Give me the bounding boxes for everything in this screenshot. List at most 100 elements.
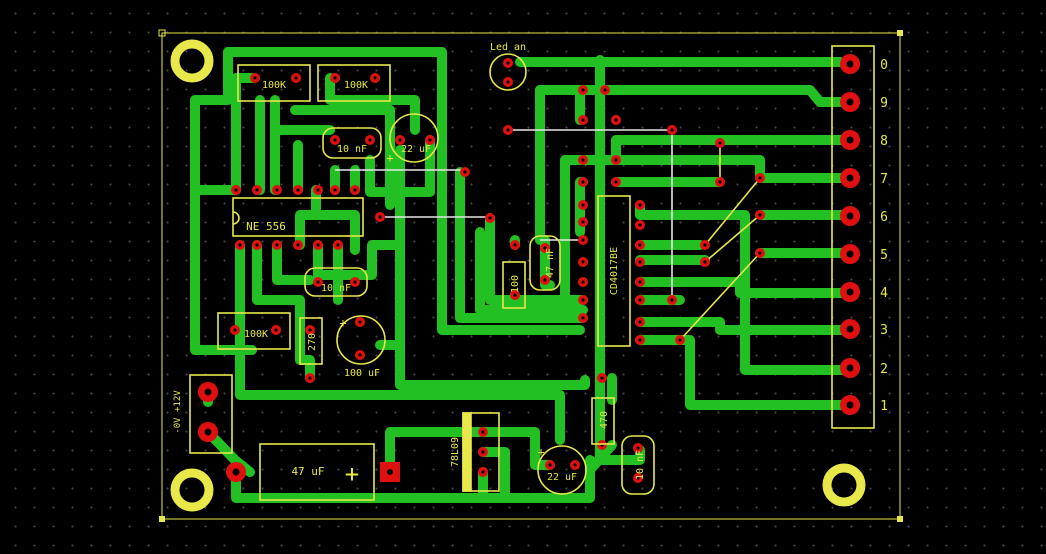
pad-hole: [513, 293, 517, 297]
cd4017-label: CD4017BE: [609, 247, 620, 295]
pad-hole: [581, 158, 585, 162]
pad-hole: [387, 469, 393, 475]
pad-hole: [333, 76, 337, 80]
mounting-holes: [170, 39, 866, 512]
pad-hole: [275, 243, 279, 247]
r1-outline: [237, 64, 311, 102]
pad-hole: [234, 188, 238, 192]
c3-outline: [304, 267, 368, 297]
pad-hole: [718, 180, 722, 184]
pad-hole: [481, 450, 485, 454]
pad-hole: [638, 260, 642, 264]
pad-hole: [581, 238, 585, 242]
pad-hole: [238, 243, 242, 247]
corner-marker: [159, 516, 165, 522]
r2-label: 100K: [344, 80, 368, 91]
pad-hole: [333, 138, 337, 142]
power-pad-hole: [232, 468, 240, 476]
pad-hole: [233, 328, 237, 332]
component-labels: 100K 100K 100K NE 556 10 nF 22 uF 10 nF …: [173, 42, 646, 488]
pad-hole: [506, 128, 510, 132]
pad-hole: [506, 80, 510, 84]
pad-hole: [581, 88, 585, 92]
pad-hole: [603, 88, 607, 92]
output-connector-outline: [831, 45, 875, 429]
silkscreen: [189, 45, 875, 501]
pad-hole: [481, 430, 485, 434]
pad-hole: [581, 298, 585, 302]
pad-hole: [638, 320, 642, 324]
c2-plus-sign: +: [386, 151, 393, 165]
connector-pin-hole: [846, 325, 854, 333]
pad-hole: [353, 188, 357, 192]
pad-hole: [703, 260, 707, 264]
pad-hole: [506, 61, 510, 65]
pad-hole: [428, 138, 432, 142]
c4-outline: [336, 315, 386, 365]
c7-plus-sign: +: [537, 445, 544, 459]
connector-pin-hole: [846, 212, 854, 220]
c2-label: 22 uF: [401, 144, 431, 155]
c8-outline: [621, 435, 655, 495]
r3-outline: [217, 312, 291, 350]
pad-hole: [368, 138, 372, 142]
connector-pin-label: 8: [880, 134, 888, 149]
pad-hole: [296, 243, 300, 247]
pad-hole: [294, 76, 298, 80]
connector-pin-hole: [846, 60, 854, 68]
pad-hole: [463, 170, 467, 174]
r4-outline: [299, 317, 323, 365]
connector-pin-label: 3: [880, 323, 888, 338]
pad-hole: [614, 158, 618, 162]
connector-pin-pads: [840, 54, 860, 415]
pad-hole: [718, 141, 722, 145]
pad-hole: [296, 188, 300, 192]
pad-hole: [636, 446, 640, 450]
power-label: -0V +12V: [173, 390, 183, 434]
led-label: Led an: [490, 42, 526, 53]
connector-pin-hole: [846, 136, 854, 144]
r3-label: 100K: [244, 329, 268, 340]
pad-hole: [581, 203, 585, 207]
pad-hole: [548, 463, 552, 467]
board-outline: [161, 32, 901, 520]
connector-pin-hole: [846, 250, 854, 258]
pad-hole: [316, 243, 320, 247]
mounting-hole: [170, 39, 214, 83]
pad-hole: [581, 260, 585, 264]
pad-hole: [488, 216, 492, 220]
connector-pin-label: 1: [880, 399, 888, 414]
pad-hole: [255, 188, 259, 192]
r4-label: 270: [307, 333, 318, 351]
pad-hole: [638, 223, 642, 227]
pad-hole: [581, 180, 585, 184]
pad-hole: [581, 220, 585, 224]
r6-outline: [591, 397, 615, 445]
c6-plus-sign: +: [345, 460, 359, 488]
r1-label: 100K: [262, 80, 286, 91]
power-connector-outline: [189, 374, 233, 454]
pad-hole: [316, 280, 320, 284]
pads: [198, 58, 765, 483]
pad-hole: [398, 138, 402, 142]
connector-pin-label: 4: [880, 286, 888, 301]
pad-hole: [638, 298, 642, 302]
pad-hole: [573, 463, 577, 467]
led-outline: [489, 53, 527, 91]
pad-hole: [353, 280, 357, 284]
pad-hole: [581, 316, 585, 320]
ne556-outline: [232, 197, 364, 237]
pad-hole: [678, 338, 682, 342]
regulator-tab: [462, 412, 472, 492]
pad-hole: [614, 180, 618, 184]
pad-hole: [513, 243, 517, 247]
pad-hole: [670, 128, 674, 132]
pad-hole: [308, 328, 312, 332]
pad-hole: [336, 243, 340, 247]
connector-pin-hole: [846, 364, 854, 372]
yellow-jumpers: [679, 143, 761, 341]
connector-pin-label: 7: [880, 172, 888, 187]
c5-outline: [529, 235, 561, 291]
